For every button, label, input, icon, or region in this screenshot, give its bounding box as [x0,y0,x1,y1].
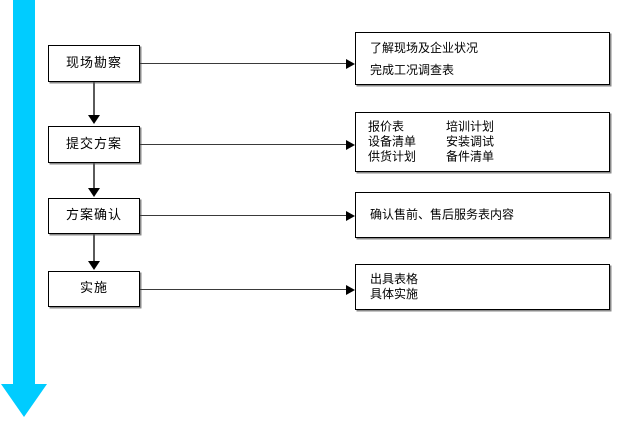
detail-box-2-columns: 报价表 设备清单 供货计划 培训计划 安装调试 备件清单 [368,120,494,165]
connector-step-1-to-step-2 [93,82,95,118]
detail-line: 培训计划 [446,119,495,134]
connector-arrowhead-step-1-to-2 [88,115,100,124]
detail-line: 安装调试 [446,134,495,149]
detail-line: 完成工况调查表 [370,62,455,77]
connector-arrowhead-step-2-to-3 [88,188,100,197]
detail-box-1-lines: 了解现场及企业状况 完成工况调查表 [370,37,478,81]
detail-box-3-lines: 确认售前、售后服务表内容 [370,208,514,223]
connector-arrowhead-3 [346,211,355,221]
detail-line: 确认售前、售后服务表内容 [370,207,515,222]
process-step-box-3[interactable]: 方案确认 [48,198,140,234]
detail-box-2[interactable]: 报价表 设备清单 供货计划 培训计划 安装调试 备件清单 [355,112,610,172]
connector-step-4-to-detail-4 [140,289,353,290]
detail-box-3[interactable]: 确认售前、售后服务表内容 [355,192,610,238]
connector-arrowhead-2 [346,140,355,150]
detail-box-4[interactable]: 出具表格 具体实施 [355,264,610,310]
detail-line: 了解现场及企业状况 [370,40,479,55]
process-step-label-1: 现场勘察 [65,55,122,71]
detail-line: 供货计划 [368,149,417,164]
detail-line: 出具表格 [370,272,419,286]
detail-line: 具体实施 [370,287,419,301]
connector-arrowhead-1 [346,59,355,69]
process-direction-arrow-shaft [13,0,35,385]
connector-step-3-to-detail-3 [140,215,353,216]
process-step-label-2: 提交方案 [65,136,122,152]
detail-box-4-lines: 出具表格 具体实施 [370,272,418,302]
process-step-label-3: 方案确认 [65,208,122,224]
connector-step-2-to-detail-2 [140,144,353,145]
process-step-box-4[interactable]: 实施 [48,271,140,307]
detail-line: 报价表 [368,119,405,134]
process-direction-arrow-head [1,384,47,417]
detail-line: 备件清单 [446,149,495,164]
connector-arrowhead-4 [346,285,355,295]
connector-step-2-to-step-3 [93,163,95,191]
detail-column-right: 培训计划 安装调试 备件清单 [446,120,494,165]
detail-column-left: 报价表 设备清单 供货计划 [368,120,416,165]
connector-step-1-to-detail-1 [140,63,353,64]
connector-step-3-to-step-4 [93,234,95,264]
connector-arrowhead-step-3-to-4 [88,261,100,270]
process-step-label-4: 实施 [79,281,108,297]
detail-line: 设备清单 [368,134,417,149]
process-step-box-2[interactable]: 提交方案 [48,126,140,163]
detail-box-1[interactable]: 了解现场及企业状况 完成工况调查表 [355,32,610,85]
process-step-box-1[interactable]: 现场勘察 [48,45,140,82]
